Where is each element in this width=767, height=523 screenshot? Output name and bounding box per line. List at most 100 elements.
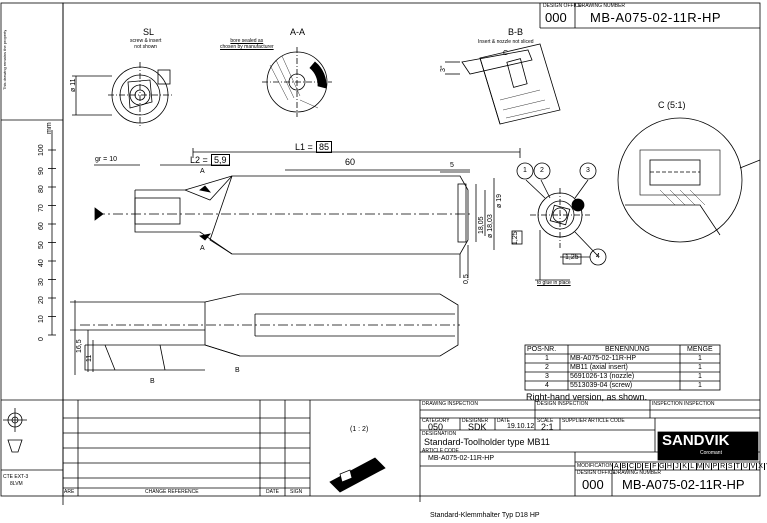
tb-category-label: CATEGORY (422, 418, 450, 424)
tb-design-office-label: DESIGN OFFICE (577, 470, 616, 476)
glue-note: to glue in place (537, 280, 571, 286)
view-side-bottom (70, 293, 460, 375)
modification-letter: Y (763, 463, 767, 470)
dim-h-11: 11 (86, 354, 93, 362)
modification-letter: C (627, 463, 635, 470)
modification-letter: S (725, 463, 733, 470)
view-bb-note: Insert & nozzle not sliced (478, 39, 534, 45)
revision-sub: 8LVM (10, 481, 23, 487)
view-aa-title: A-A (290, 27, 306, 37)
modification-letter: R (718, 463, 726, 470)
modification-letter: L (687, 463, 696, 470)
iso-sketch (329, 457, 386, 493)
modification-letter: G (657, 463, 665, 470)
tb-modification-letters: ABCDEFGHJKLMNPRSTUVXYZ (612, 463, 767, 470)
section-b-left: B (150, 378, 155, 385)
dim-angle-3: 3° (440, 65, 447, 72)
scale-tick-label: 60 (38, 222, 45, 230)
dim-l1-label: L1 = (295, 142, 313, 152)
callout-circle (589, 248, 607, 266)
parts-cell: 5513039-04 (screw) (570, 382, 633, 389)
tb-scale: 2:1 (541, 422, 554, 432)
modification-letter: F (649, 463, 658, 470)
dim-len-5: 5 (450, 162, 454, 169)
tb-drawing-inspection-label: DRAWING INSPECTION (422, 401, 478, 407)
modification-letter: E (642, 463, 649, 470)
view-detail-c (617, 117, 761, 243)
scale-tick-label: 40 (38, 259, 45, 267)
scale-tick-label: 100 (38, 144, 45, 156)
parts-header-name: BENENNUNG (605, 346, 650, 353)
view-front-detail (511, 179, 599, 281)
modification-letter: T (733, 463, 742, 470)
callout-circle (579, 162, 597, 180)
modification-letter: P (710, 463, 718, 470)
parts-cell: MB-A075-02-11R-HP (570, 355, 637, 362)
parts-cell: 1 (698, 373, 702, 380)
tb-view-scale: (1 : 2) (350, 426, 369, 433)
rev-header-sign: SIGN (290, 489, 303, 495)
scale-tick-label: 0 (38, 337, 45, 341)
brand-sub: Coromant (700, 450, 722, 456)
tb-modification-label: MODIFICATION (577, 463, 614, 469)
view-sl (72, 62, 172, 128)
modification-letter: V (748, 463, 756, 470)
parts-header-pos: POS-NR. (527, 346, 557, 353)
tb-design-inspection-label: DESIGN INSPECTION (537, 401, 589, 407)
scale-tick-label: 10 (38, 314, 45, 323)
scale-tick-label: 80 (38, 185, 45, 193)
scale-tick-label: 90 (38, 166, 45, 175)
modification-letter: H (665, 463, 672, 470)
section-b-right: B (235, 367, 240, 374)
view-side-top (94, 148, 521, 278)
callout-3: 3 (586, 167, 590, 174)
modification-letter: K (680, 463, 687, 470)
view-aa (262, 47, 332, 117)
footer-caption: Standard-Klemmhalter Typ D18 HP (430, 512, 540, 519)
parts-cell: 5691026-13 (nozzle) (570, 373, 635, 380)
tb-date-label: DATE (497, 418, 510, 424)
dim-dia-11: ø 11 (70, 78, 77, 93)
rev-header-change: CHANGE REFERENCE (145, 489, 199, 495)
callout-circle (516, 162, 534, 180)
dim-l1-value: 85 (316, 141, 333, 153)
modification-letter: U (741, 463, 748, 470)
dim-l2-label: L2 = (190, 155, 208, 165)
copyright-notice: This drawing remains the property of AB … (2, 30, 38, 90)
tb-production-inspection-label: INSPECTION INSPECTION (652, 401, 715, 407)
drawing-frame (62, 2, 761, 497)
tb-office-code: 000 (582, 477, 604, 492)
header-drawing-number-label: DRAWING NUMBER (578, 3, 626, 9)
parts-cell: 1 (698, 382, 702, 389)
dim-d-0-5: 0,5 (463, 274, 470, 284)
section-a-bottom: A (200, 245, 205, 252)
modification-letter: N (703, 463, 710, 470)
scale-tick-label: 50 (38, 240, 45, 249)
view-bb (445, 43, 561, 125)
tb-drawing-number-label: DRAWING NUMBER (614, 470, 662, 476)
rev-header-are: ARE (64, 489, 75, 495)
tb-article-label: ARTICLE CODE (422, 448, 459, 454)
brand-name: SANDVIK (662, 432, 730, 449)
parts-cell: 1 (698, 364, 702, 371)
scale-unit: mm (46, 122, 53, 134)
dim-d-19: ø 19 (496, 193, 503, 208)
header-design-office-label: DESIGN OFFICE (543, 3, 582, 9)
parts-cell: 4 (545, 382, 549, 389)
tb-supplier-label: SUPPLIER ARTICLE CODE (562, 418, 625, 424)
tb-category: 050 (428, 422, 444, 432)
view-bb-title: B-B (508, 27, 524, 37)
section-a-top: A (200, 168, 205, 175)
dim-gr-10: gr = 10 (95, 156, 117, 163)
dim-d-1-25-vertical: 1,25 (512, 231, 519, 245)
dim-d-1-25-horizontal: 1,25 (565, 254, 579, 261)
dim-h-16-5: 16,5 (76, 339, 83, 353)
dim-len-60: 60 (345, 157, 356, 167)
tb-designation: Standard-Toolholder type MB11 (424, 437, 550, 447)
dim-d-18-05: 18,05 (478, 216, 485, 234)
parts-cell: 3 (545, 373, 549, 380)
view-sl-note: screw & insert not shown (130, 38, 162, 50)
view-c-title: C (5:1) (658, 100, 686, 110)
parts-cell: 1 (698, 355, 702, 362)
modification-letter: D (634, 463, 642, 470)
